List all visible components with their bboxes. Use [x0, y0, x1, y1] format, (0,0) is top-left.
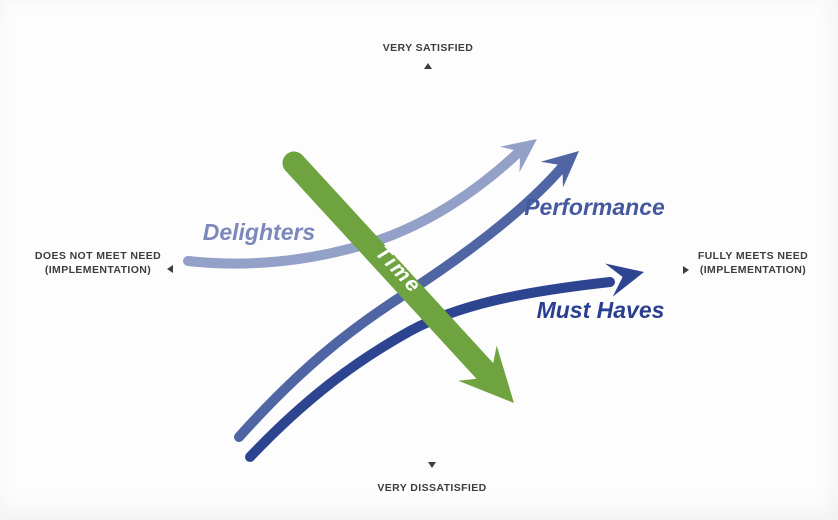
must-haves-curve-label: Must Haves: [536, 297, 665, 323]
satisfied-axis-pointer-icon: [424, 63, 432, 69]
axis-label-does-not-meet-need-line2: (IMPLEMENTATION): [44, 264, 152, 276]
not-meet-need-axis-pointer-icon: [167, 265, 173, 273]
axis-label-fully-meets-need-line2: (IMPLEMENTATION): [699, 264, 807, 276]
performance-curve-label: Performance: [524, 194, 665, 220]
time-arrowhead-icon: [458, 345, 514, 403]
axis-label-does-not-meet-need: DOES NOT MEET NEED (IMPLEMENTATION): [13, 249, 183, 277]
fully-meets-need-axis-pointer-icon: [683, 266, 689, 274]
must-haves-curve: [245, 277, 615, 462]
axis-label-fully-meets-need-line1: FULLY MEETS NEED: [697, 250, 809, 262]
delighters-arrowhead-icon: [500, 139, 537, 173]
dissatisfied-axis-pointer-icon: [428, 462, 436, 468]
must-haves-arrowhead-icon: [605, 263, 644, 297]
axis-label-fully-meets-need: FULLY MEETS NEED (IMPLEMENTATION): [668, 249, 838, 277]
time-arrow-shaft: [282, 151, 496, 382]
axis-label-very-satisfied: VERY SATISFIED: [382, 42, 474, 54]
delighters-curve-label: Delighters: [202, 219, 316, 245]
axis-label-does-not-meet-need-line1: DOES NOT MEET NEED: [34, 250, 162, 262]
axis-label-very-dissatisfied: VERY DISSATISFIED: [377, 482, 487, 494]
performance-arrowhead-icon: [540, 151, 579, 188]
